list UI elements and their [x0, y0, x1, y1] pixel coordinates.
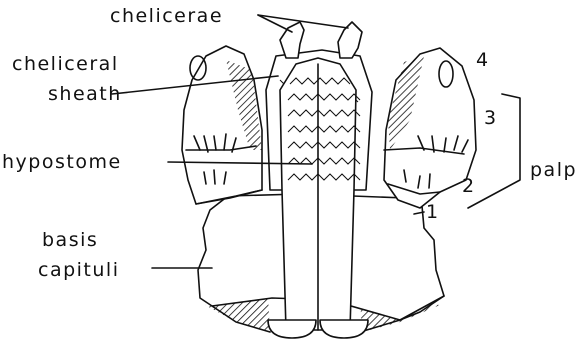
label-palp: palp	[530, 159, 575, 181]
label-cheliceral-sheath-line1: cheliceral	[12, 53, 119, 75]
label-basis-capituli-line1: basis	[42, 229, 98, 251]
label-palp-segment-2: 2	[462, 175, 476, 197]
left-palp	[182, 46, 262, 204]
label-hypostome: hypostome	[2, 151, 122, 173]
label-chelicerae: chelicerae	[110, 5, 223, 27]
label-palp-segment-1: 1	[426, 201, 440, 223]
label-palp-segment-4: 4	[476, 49, 490, 71]
label-palp-segment-3: 3	[484, 107, 498, 129]
label-basis-capituli-line2: capituli	[38, 259, 119, 281]
label-cheliceral-sheath-line2: sheath	[48, 83, 122, 105]
